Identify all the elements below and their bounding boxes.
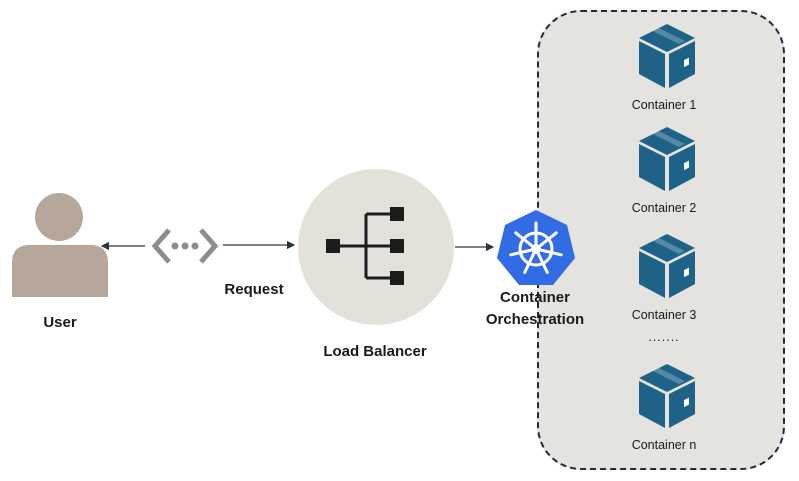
request-label: Request [224, 281, 284, 298]
container-label: Container 3 [631, 308, 697, 322]
load-balancer-icon [298, 169, 454, 325]
network-request-icon [151, 228, 219, 264]
orchestration-label-line2: Orchestration [485, 311, 585, 328]
user-label: User [43, 314, 77, 331]
ellipsis-text: ....... [648, 330, 680, 344]
box-icon [639, 24, 695, 88]
load-balancer-label: Load Balancer [323, 343, 427, 360]
person-icon [12, 193, 108, 297]
box-icon [639, 127, 695, 191]
orchestration-label-line1: Container [499, 289, 570, 306]
box-icon [639, 364, 695, 428]
container-label: Container 2 [631, 201, 697, 215]
box-icon [639, 234, 695, 298]
container-label: Container n [631, 438, 697, 452]
kubernetes-helm-icon [497, 210, 575, 285]
container-label: Container 1 [631, 98, 697, 112]
